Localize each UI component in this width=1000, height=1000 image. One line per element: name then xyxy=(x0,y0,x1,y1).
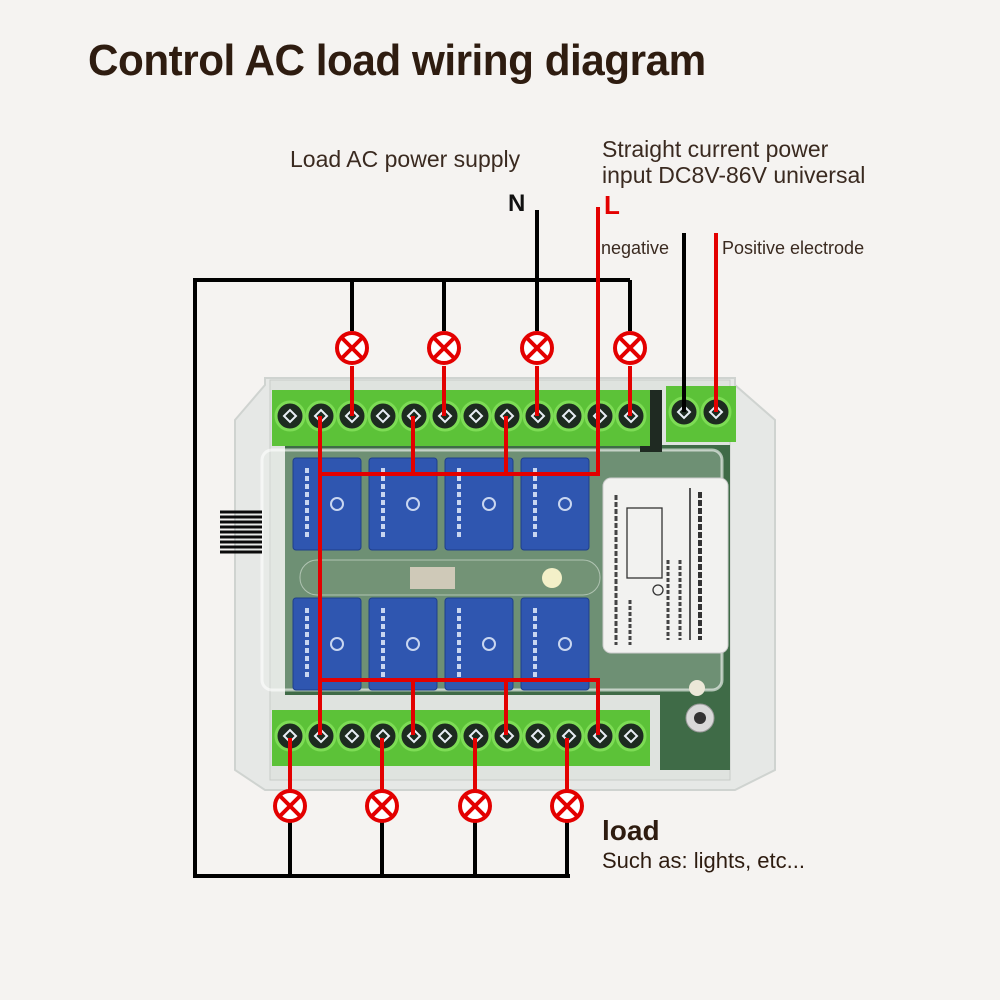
sticker-lamp-symbol xyxy=(652,584,664,596)
lamp-icon xyxy=(520,331,554,365)
relay-module xyxy=(220,377,776,791)
learn-button-hole xyxy=(694,712,706,724)
product-label-sticker xyxy=(602,477,729,654)
relay xyxy=(292,457,362,551)
relay-logo xyxy=(330,637,344,651)
lamp-cross xyxy=(370,794,394,818)
lamp-cross xyxy=(340,336,364,360)
relay xyxy=(292,597,362,691)
page-title: Control AC load wiring diagram xyxy=(88,36,706,85)
relay xyxy=(444,457,514,551)
lamp-icon xyxy=(458,789,492,823)
dc-input-label-line2: input DC8V-86V universal xyxy=(602,162,866,188)
bottom-terminal-strip xyxy=(272,710,650,766)
lamp-icon xyxy=(273,789,307,823)
lamp-icon xyxy=(365,789,399,823)
screw-slot-icon xyxy=(344,728,360,744)
lamp-icon xyxy=(613,331,647,365)
lamp-cross xyxy=(432,336,456,360)
screw-slot-icon xyxy=(468,408,484,424)
screw-slot-icon xyxy=(282,408,298,424)
power-terminal-strip xyxy=(666,386,736,442)
relay xyxy=(520,597,590,691)
relay xyxy=(520,457,590,551)
terminal-screw[interactable] xyxy=(522,720,554,752)
relay xyxy=(444,597,514,691)
terminal-screw[interactable] xyxy=(460,400,492,432)
lamp-cross xyxy=(463,794,487,818)
lamp-icon xyxy=(335,331,369,365)
neutral-label: N xyxy=(508,190,526,217)
crystal-oscillator xyxy=(410,567,455,589)
lamp-cross xyxy=(278,794,302,818)
live-label: L xyxy=(604,190,620,220)
terminal-screw[interactable] xyxy=(553,400,585,432)
antenna-coil xyxy=(220,510,262,554)
screw-slot-icon xyxy=(375,408,391,424)
relay-logo xyxy=(330,497,344,511)
sticker-text-lines xyxy=(614,492,702,645)
relay xyxy=(368,597,438,691)
live-wiring xyxy=(288,207,718,790)
relay-logo xyxy=(482,497,496,511)
dc-input-label-line1: Straight current power xyxy=(602,136,829,162)
relay-logo xyxy=(406,497,420,511)
lamp-icon xyxy=(550,789,584,823)
screw-slot-icon xyxy=(437,728,453,744)
negative-label: negative xyxy=(601,238,670,258)
lamp-cross xyxy=(618,336,642,360)
terminal-screw[interactable] xyxy=(336,720,368,752)
relay-logo xyxy=(406,637,420,651)
lamp-icon xyxy=(427,331,461,365)
lamp-cross xyxy=(555,794,579,818)
terminal-screw[interactable] xyxy=(274,400,306,432)
load-title: load xyxy=(602,815,660,846)
led-indicator xyxy=(542,568,562,588)
relay-logo xyxy=(482,637,496,651)
terminal-screw[interactable] xyxy=(367,400,399,432)
load-lamps xyxy=(273,331,647,823)
relay-logo xyxy=(558,637,572,651)
terminal-screw[interactable] xyxy=(615,720,647,752)
load-subtitle: Such as: lights, etc... xyxy=(602,848,805,873)
ac-supply-label: Load AC power supply xyxy=(290,146,521,172)
relay-bank xyxy=(292,457,590,691)
top-terminal-strip xyxy=(272,390,650,446)
positive-electrode-label: Positive electrode xyxy=(722,238,865,258)
neutral-loop-wire xyxy=(193,278,570,878)
neutral-wiring xyxy=(193,210,686,878)
screw-slot-icon xyxy=(623,728,639,744)
screw-slot-icon xyxy=(561,408,577,424)
lamp-cross xyxy=(525,336,549,360)
terminal-screw[interactable] xyxy=(429,720,461,752)
relay-logo xyxy=(558,497,572,511)
relay xyxy=(368,457,438,551)
live-feed-wire xyxy=(318,207,600,476)
capacitor xyxy=(689,680,705,696)
sticker-schematic xyxy=(626,507,663,579)
screw-slot-icon xyxy=(530,728,546,744)
